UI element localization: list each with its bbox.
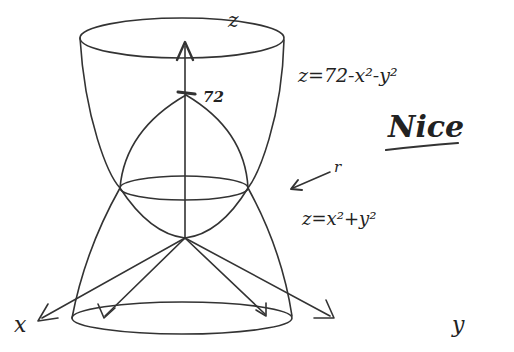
axis-label: x	[14, 314, 26, 336]
axis-label: Nice	[388, 112, 464, 142]
axis-label: y	[452, 314, 464, 336]
axis-label: z	[228, 10, 239, 30]
axis-label: z=x²+y²	[302, 210, 376, 228]
axis-label: 72	[203, 90, 224, 105]
axis-label: r	[334, 160, 341, 175]
axis-label: z=72-x²-y²	[298, 66, 398, 85]
